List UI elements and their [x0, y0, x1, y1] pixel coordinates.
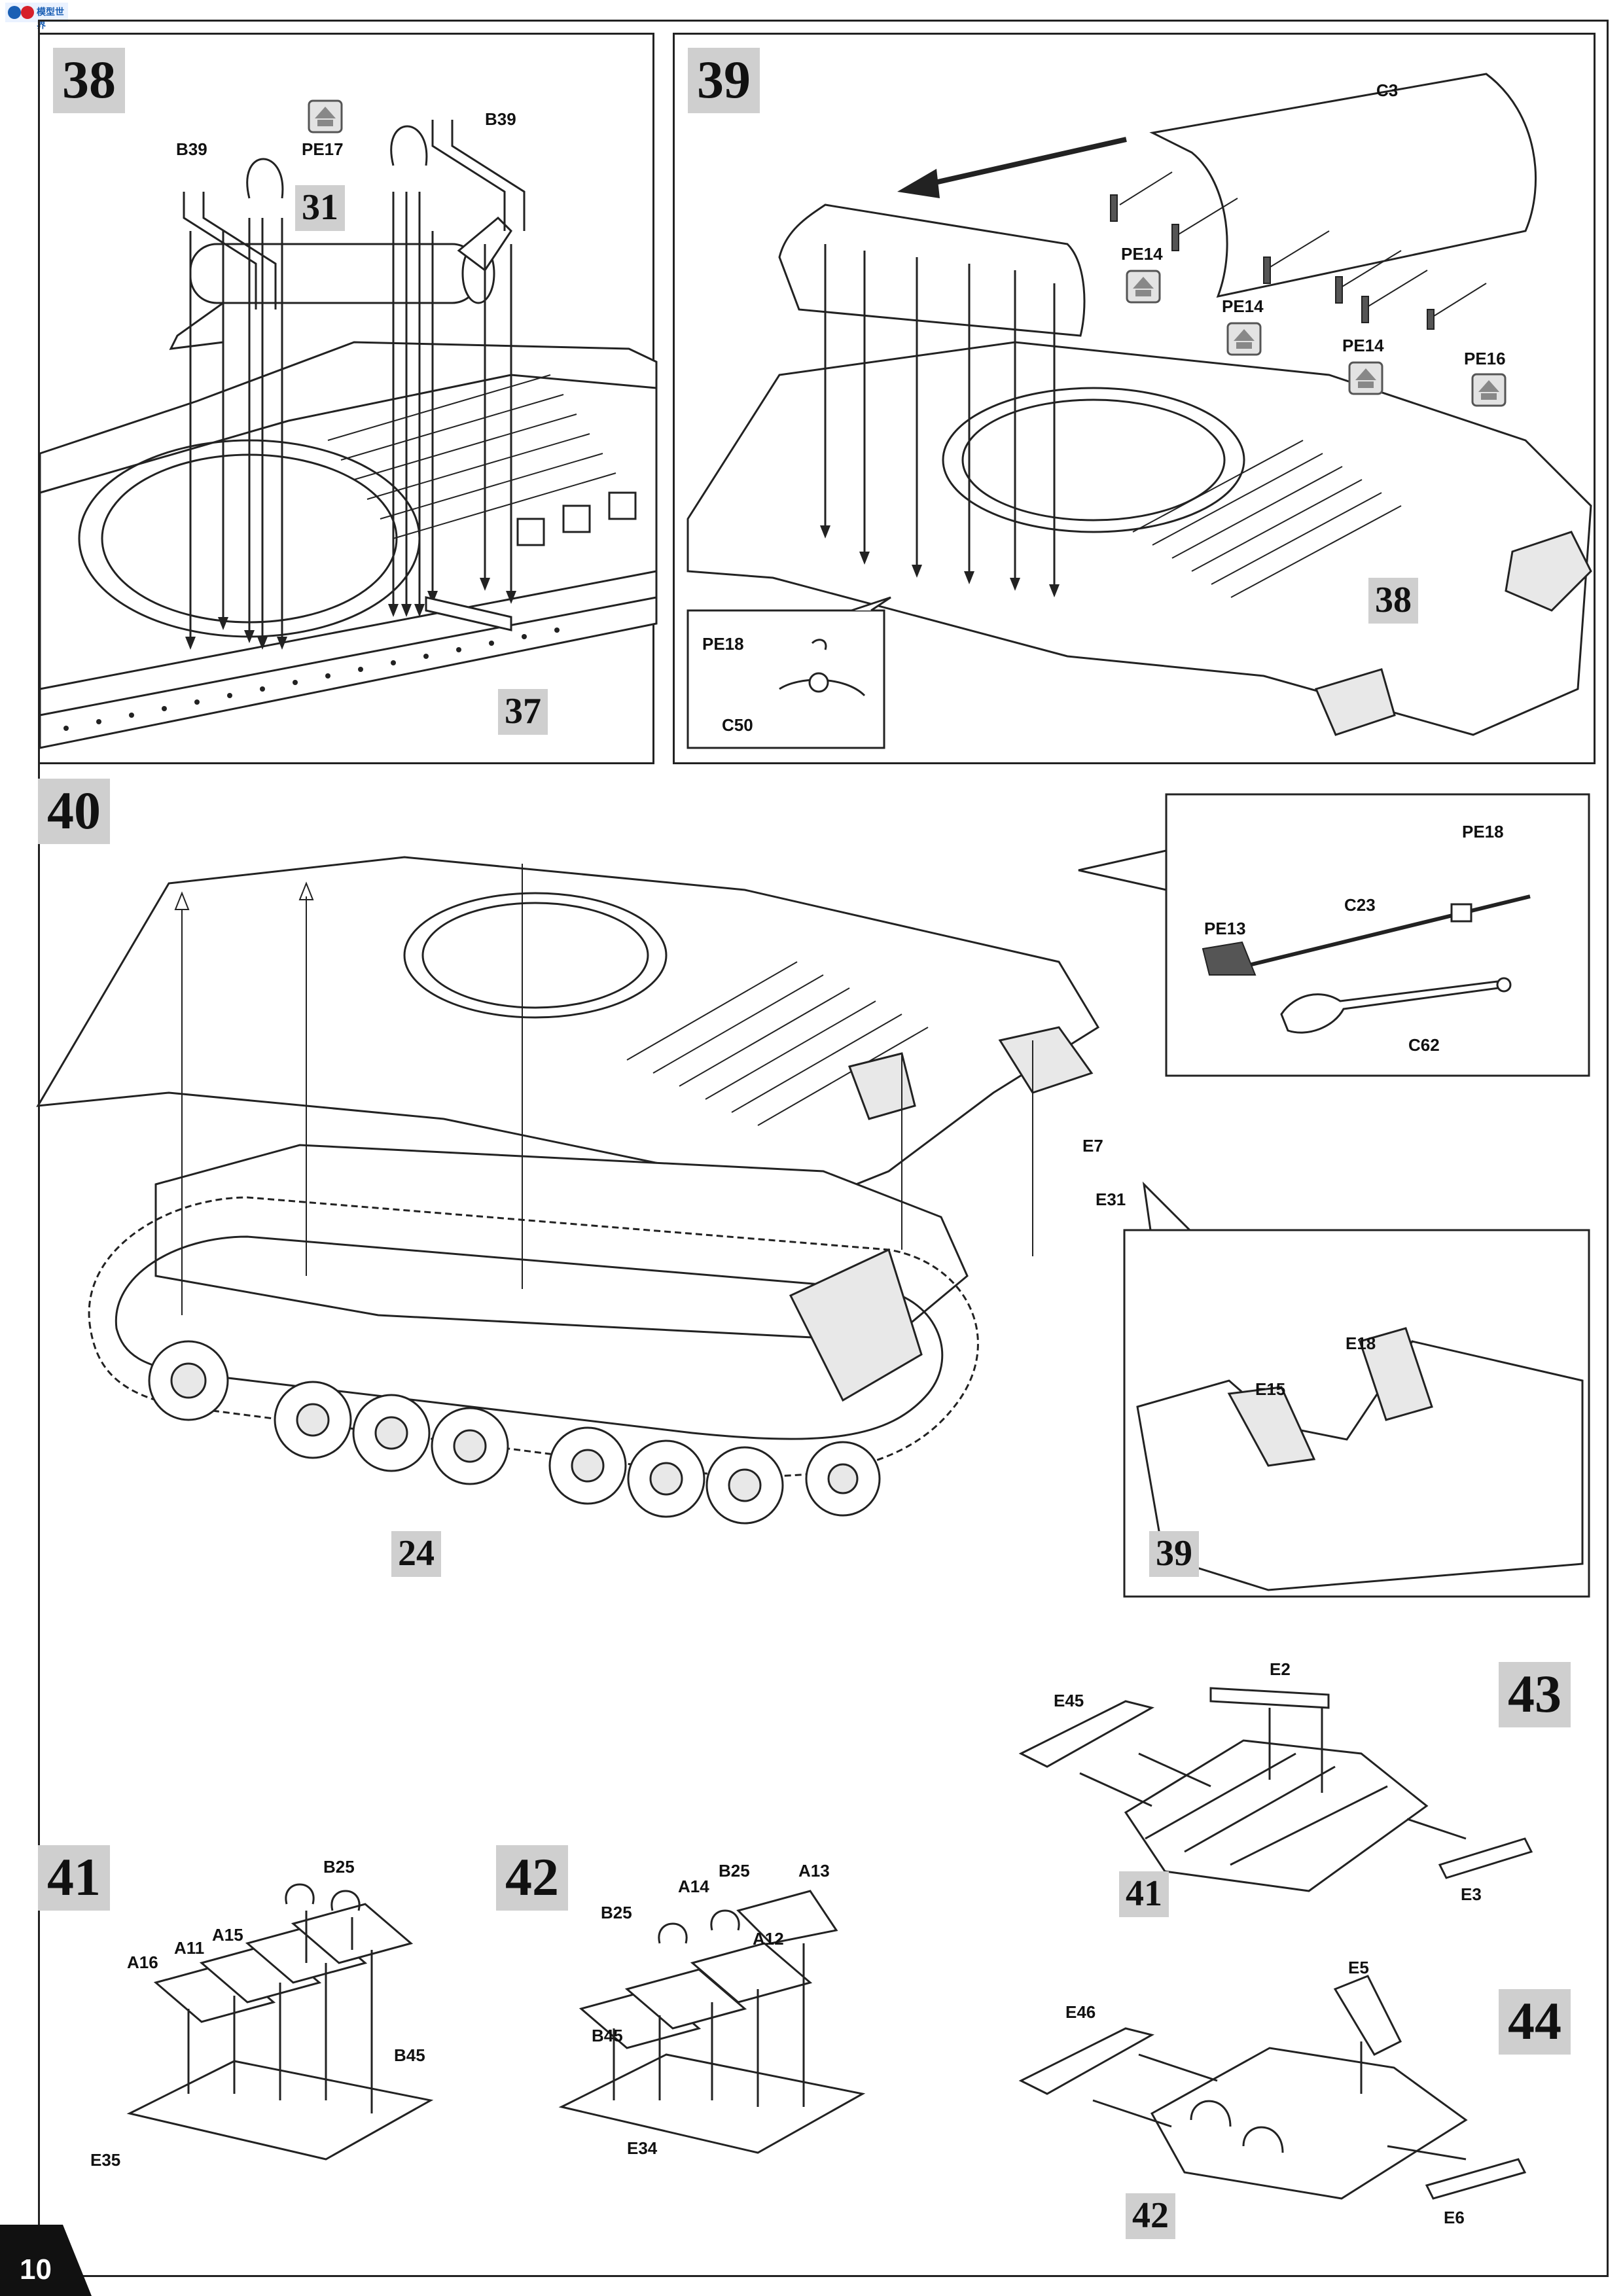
reference-step-41: 41 [1119, 1871, 1169, 1917]
part-label-a16: A16 [127, 1952, 158, 1972]
photo-etch-part-icon [1348, 361, 1383, 395]
step-43-area: 43 E45 E2 41 E3 [995, 1642, 1597, 1943]
step-number: 39 [688, 48, 760, 113]
part-label-c50: C50 [722, 715, 753, 735]
step-42-area: 42 B25 A14 B25 A13 A12 B45 E34 [496, 1832, 889, 2199]
step-number: 44 [1499, 1989, 1571, 2055]
part-label-b39-right: B39 [485, 109, 516, 129]
step-43-drawing [1018, 1687, 1533, 1892]
step-38-panel: 38 B39 PE17 B39 31 37 [38, 33, 658, 764]
photo-etch-part-icon [308, 99, 343, 133]
part-label-e34: E34 [627, 2138, 658, 2158]
step-41-drawing [126, 1883, 434, 2161]
part-label-31: 31 [295, 185, 345, 231]
part-label-e5: E5 [1348, 1958, 1369, 1977]
part-label-pe17: PE17 [302, 139, 344, 159]
step-number: 40 [38, 779, 110, 844]
part-label-e35: E35 [90, 2150, 121, 2170]
step-38-drawing [39, 120, 658, 749]
page-number: 10 [20, 2253, 52, 2286]
reference-step-37: 37 [498, 689, 548, 735]
part-label-b25: B25 [323, 1857, 355, 1877]
part-label-e45: E45 [1054, 1691, 1084, 1710]
part-label-pe16: PE16 [1464, 349, 1506, 368]
step-41-area: 41 B25 A16 A11 A15 B45 E35 [38, 1832, 483, 2199]
part-label-e18: E18 [1346, 1333, 1376, 1353]
reference-step-39: 39 [1149, 1531, 1199, 1577]
part-label-a12: A12 [753, 1929, 784, 1949]
part-label-a11: A11 [174, 1938, 205, 1958]
instruction-sheet [38, 20, 1609, 2277]
part-label-c3: C3 [1376, 80, 1399, 100]
part-label-a13: A13 [798, 1861, 830, 1881]
part-label-pe18: PE18 [1462, 822, 1504, 841]
step-39-panel: 39 C3 PE14 PE14 PE14 PE16 38 PE18 C50 [673, 33, 1596, 764]
reference-step-42: 42 [1126, 2193, 1175, 2239]
part-label-pe14-a: PE14 [1121, 244, 1163, 264]
page-number-tab: 10 [0, 2225, 92, 2296]
step-number: 42 [496, 1845, 568, 1911]
step-number: 43 [1499, 1662, 1571, 1727]
part-label-a15: A15 [212, 1925, 243, 1945]
part-label-e2: E2 [1270, 1659, 1291, 1679]
photo-etch-part-icon [1471, 373, 1507, 407]
step-44-drawing [1018, 1975, 1527, 2200]
part-label-e6: E6 [1444, 2208, 1465, 2227]
part-label-c62: C62 [1408, 1035, 1440, 1055]
part-label-b45: B45 [592, 2026, 623, 2045]
part-label-e15: E15 [1255, 1379, 1286, 1399]
photo-etch-part-icon [1226, 322, 1262, 356]
step-40-area: 40 PE18 C23 PE13 C62 E7 E31 E18 E15 39 2… [36, 779, 1596, 1642]
part-label-e31: E31 [1096, 1190, 1126, 1209]
part-label-pe14-c: PE14 [1342, 336, 1384, 355]
part-label-b39-left: B39 [176, 139, 207, 159]
part-label-pe18: PE18 [702, 634, 744, 654]
part-label-e3: E3 [1461, 1884, 1482, 1904]
site-logo: 模型世界 [5, 3, 68, 30]
reference-step-38: 38 [1368, 578, 1418, 624]
step-40-drawing [36, 793, 1590, 1598]
part-label-c23: C23 [1344, 895, 1376, 915]
photo-etch-part-icon [1126, 270, 1161, 304]
part-label-e7: E7 [1082, 1136, 1103, 1156]
step-number: 38 [53, 48, 125, 113]
step-42-drawing [558, 1890, 866, 2154]
part-label-b25-right: B25 [719, 1861, 750, 1881]
part-label-pe13: PE13 [1204, 919, 1246, 938]
step-39-drawing [687, 73, 1592, 749]
part-label-pe14-b: PE14 [1222, 296, 1264, 316]
step-number: 41 [38, 1845, 110, 1911]
part-label-b25-left: B25 [601, 1903, 632, 1922]
part-label-e46: E46 [1065, 2002, 1096, 2022]
part-label-a14: A14 [678, 1877, 709, 1896]
step-44-area: 44 E46 E5 42 E6 [995, 1950, 1597, 2251]
reference-step-24: 24 [391, 1531, 441, 1577]
part-label-b45: B45 [394, 2045, 425, 2065]
